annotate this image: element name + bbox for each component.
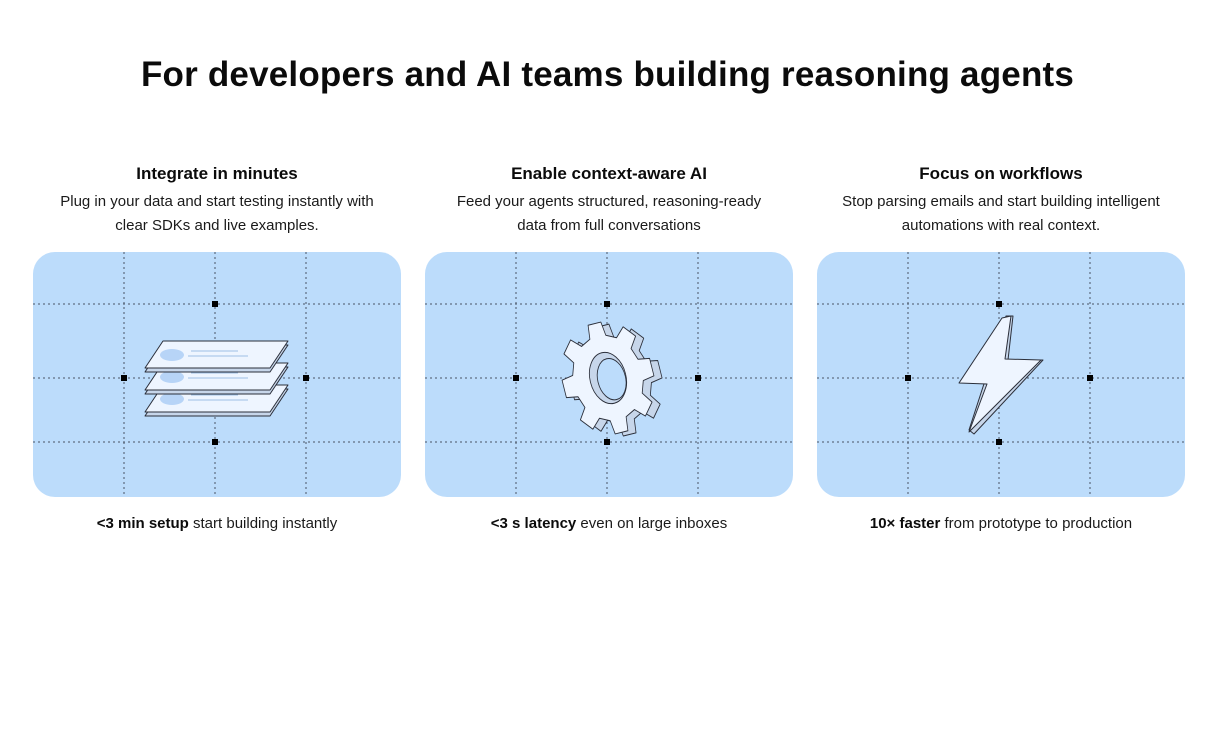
feature-stat: 10× faster from prototype to production [817, 515, 1185, 532]
feature-stat: <3 s latency even on large inboxes [425, 515, 793, 532]
stat-highlight: <3 min setup [96, 515, 189, 532]
lightning-bolt-icon [958, 315, 1044, 435]
feature-context-aware: Enable context-aware AI Feed your agents… [425, 163, 793, 532]
feature-illustration-card [33, 252, 401, 497]
feature-title: Focus on workflows [919, 164, 1083, 183]
feature-title: Integrate in minutes [136, 164, 298, 183]
section-heading: For developers and AI teams building rea… [140, 55, 1075, 94]
grid-lines [33, 252, 401, 497]
stat-text: from prototype to production [940, 515, 1133, 532]
stat-highlight: 10× faster [869, 515, 941, 532]
feature-title: Enable context-aware AI [511, 164, 707, 183]
feature-description: Plug in your data and start testing inst… [60, 193, 374, 234]
stat-highlight: <3 s latency [490, 515, 577, 532]
feature-workflows: Focus on workflows Stop parsing emails a… [817, 163, 1185, 532]
grid-lines [817, 252, 1185, 497]
feature-description: Stop parsing emails and start building i… [842, 193, 1160, 234]
gear-icon [561, 321, 663, 437]
stat-text: start building instantly [188, 515, 338, 532]
feature-stat: <3 min setup start building instantly [33, 515, 401, 532]
feature-description: Feed your agents structured, reasoning-r… [456, 193, 762, 234]
grid-lines [425, 252, 793, 497]
feature-illustration-card [425, 252, 793, 497]
stat-text: even on large inboxes [576, 515, 728, 532]
feature-illustration-card [817, 252, 1185, 497]
stacked-cards-icon [144, 340, 289, 417]
feature-integrate: Integrate in minutes Plug in your data a… [33, 163, 401, 532]
